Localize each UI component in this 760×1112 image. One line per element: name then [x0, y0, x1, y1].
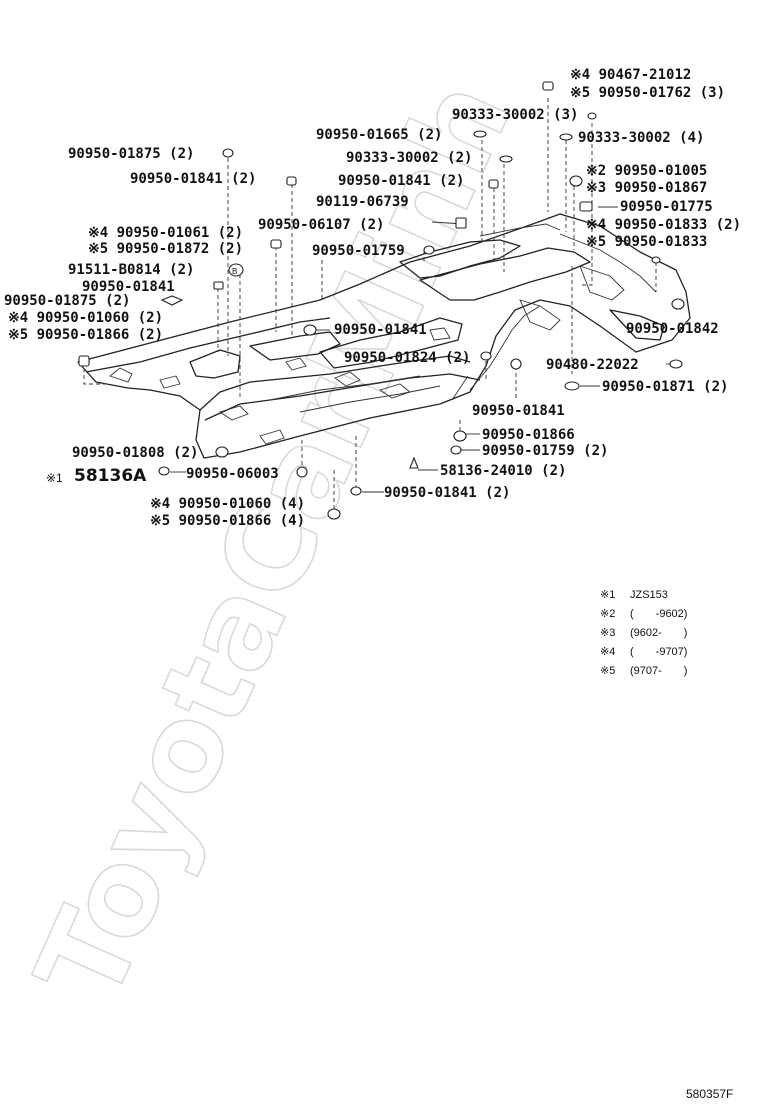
- part-label: ※5 90950-01866 (2): [8, 327, 163, 343]
- part-label: 90950-01759: [312, 243, 405, 259]
- part-label: ※4 90467-21012: [570, 67, 691, 83]
- legend-mark: ※2: [600, 608, 615, 620]
- part-label: 90950-01824 (2): [344, 350, 470, 366]
- legend-text: (9602- ): [630, 627, 687, 639]
- part-label: 90950-01841 (2): [130, 171, 256, 187]
- legend-text: ( -9707): [630, 646, 687, 658]
- part-label: 90950-01808 (2): [72, 445, 198, 461]
- part-label: 90119-06739: [316, 194, 409, 210]
- part-label: 90950-01842: [626, 321, 719, 337]
- part-labels: ※4 90467-21012 ※5 90950-01762 (3) 90333-…: [4, 67, 741, 529]
- part-label: 90950-01759 (2): [482, 443, 608, 459]
- part-label: ※5 90950-01866 (4): [150, 513, 305, 529]
- legend-mark: ※3: [600, 627, 615, 639]
- svg-text:B: B: [232, 267, 237, 276]
- part-label: 90950-01875 (2): [68, 146, 194, 162]
- part-label: 90333-30002 (3): [452, 107, 578, 123]
- legend-mark: ※1: [600, 589, 615, 601]
- part-label: ※4 90950-01060 (4): [150, 496, 305, 512]
- fasteners: B: [78, 81, 685, 520]
- part-label: 90950-01866: [482, 427, 575, 443]
- part-label: ※4 90950-01061 (2): [88, 225, 243, 241]
- part-label: ※4 90950-01060 (2): [8, 310, 163, 326]
- legend-mark: ※4: [600, 646, 615, 658]
- part-label: 90950-06107 (2): [258, 217, 384, 233]
- part-label: 58136A: [74, 466, 147, 486]
- part-label: ※4 90950-01833 (2): [586, 217, 741, 233]
- part-label: 90480-22022: [546, 357, 639, 373]
- legend-text: JZS153: [630, 589, 668, 601]
- legend-text: (9707- ): [630, 665, 687, 677]
- part-label: 90950-01871 (2): [602, 379, 728, 395]
- legend-text: ( -9602): [630, 608, 687, 620]
- part-label: ※5 90950-01872 (2): [88, 241, 243, 257]
- part-label: 90950-01841 (2): [338, 173, 464, 189]
- part-label: 90950-01841: [472, 403, 565, 419]
- part-label-note: ※1: [46, 471, 63, 485]
- part-label: 58136-24010 (2): [440, 463, 566, 479]
- part-label: 90950-01775: [620, 199, 713, 215]
- part-label: 90950-01841: [82, 279, 175, 295]
- part-label: ※5 90950-01833: [586, 234, 707, 250]
- part-label: ※3 90950-01867: [586, 180, 707, 196]
- part-label: ※2 90950-01005: [586, 163, 707, 179]
- floor-pan-drawing: [77, 213, 691, 459]
- part-label: 90333-30002 (2): [346, 150, 472, 166]
- legend-mark: ※5: [600, 665, 615, 677]
- part-label: 90950-01665 (2): [316, 127, 442, 143]
- watermark: ToyotaCarMinh: [10, 61, 539, 1022]
- part-label: ※5 90950-01762 (3): [570, 85, 725, 101]
- part-label: 90333-30002 (4): [578, 130, 704, 146]
- legend: ※1 JZS153 ※2 ( -9602) ※3 (9602- ) ※4 ( -…: [600, 589, 687, 677]
- part-label: 91511-B0814 (2): [68, 262, 194, 278]
- part-label: 90950-06003: [186, 466, 279, 482]
- part-label: 90950-01875 (2): [4, 293, 130, 309]
- figure-code: 580357F: [686, 1087, 733, 1101]
- part-label: 90950-01841 (2): [384, 485, 510, 501]
- part-label: 90950-01841: [334, 322, 427, 338]
